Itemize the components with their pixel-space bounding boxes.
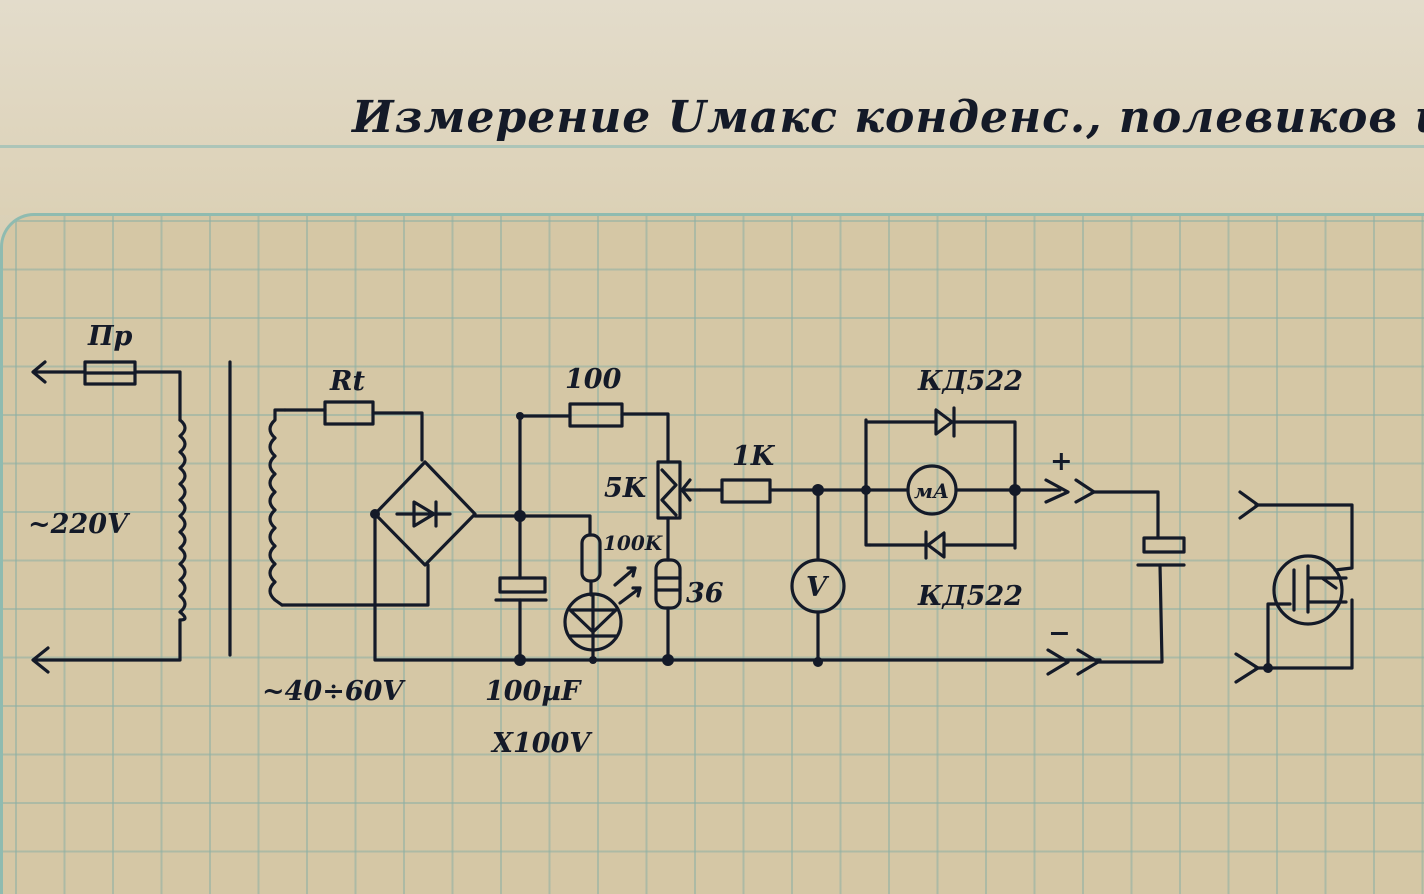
resistor-1k: 1K <box>698 441 864 504</box>
terminal-minus-connector <box>1046 648 1100 676</box>
mosfet-icon <box>1292 564 1348 614</box>
diode-bridge <box>280 460 1102 662</box>
potentiometer-5k: 5K 36 <box>604 460 724 666</box>
schematic-stroke <box>280 563 430 607</box>
schematic-stroke <box>323 400 375 426</box>
resistor-100: 100 <box>516 364 670 464</box>
minus-label: − <box>1048 618 1071 649</box>
resistor-100k-label: 100K <box>603 531 664 555</box>
schematic-stroke <box>568 402 624 428</box>
mains-voltage-label: ~220V <box>28 509 131 540</box>
ruled-paper-area <box>0 0 1424 215</box>
schematic-stroke <box>1009 484 1021 496</box>
schematic-stroke <box>813 657 823 667</box>
fuse: Пр <box>83 321 137 386</box>
schematic-stroke <box>660 468 678 517</box>
schematic-stroke <box>133 370 182 422</box>
schematic-stroke <box>33 618 182 662</box>
schematic-stroke <box>1092 490 1160 540</box>
voltmeter: V <box>790 484 846 667</box>
diode-top <box>864 406 1017 550</box>
plus-label: + <box>1050 446 1073 477</box>
filter-capacitor: 100µF X100V <box>485 414 593 759</box>
schematic-stroke <box>589 656 597 664</box>
led-icon <box>568 593 618 662</box>
wiper-arrow-icon <box>680 478 702 502</box>
led-indicator: 100K <box>563 531 664 664</box>
page-title: Измерение Uмакс конденс., полевиков и др… <box>350 92 1424 143</box>
capacitor-under-test <box>1092 490 1186 664</box>
potentiometer-label: 5K <box>604 473 648 504</box>
schematic-stroke <box>662 654 674 666</box>
mosfet-under-test <box>1234 490 1354 684</box>
schematic-stroke <box>498 576 547 594</box>
secondary-winding <box>268 408 287 607</box>
secondary-voltage-label: ~40÷60V <box>262 676 406 707</box>
schematic-stroke <box>580 533 602 583</box>
schematic-stroke <box>1254 598 1354 670</box>
light-arrows-icon <box>613 566 642 605</box>
diode-top-label: КД522 <box>917 366 1023 397</box>
diode-icon <box>395 500 452 528</box>
schematic-stroke <box>373 603 1102 662</box>
ammeter-label: мА <box>914 479 949 503</box>
schematic-stroke <box>1254 503 1354 572</box>
thermistor-label: Rt <box>329 366 365 397</box>
filter-cap-voltage-label: X100V <box>490 728 593 759</box>
schematic-stroke <box>720 478 772 504</box>
schematic-stroke <box>654 558 682 610</box>
grid-paper-sheet <box>0 213 1424 894</box>
zener-label: 36 <box>686 578 724 609</box>
resistor-100-label: 100 <box>565 364 622 395</box>
mains-input <box>31 360 182 674</box>
resistor-1k-label: 1K <box>732 441 776 472</box>
filter-cap-value-label: 100µF <box>485 676 582 707</box>
schematic-stroke <box>864 418 872 547</box>
zener-diode-icon <box>654 576 682 592</box>
arrow-left-icon <box>31 360 47 384</box>
diode-bottom-label: КД522 <box>917 581 1023 612</box>
schematic-stroke <box>1096 563 1164 664</box>
schematic-stroke <box>514 654 526 666</box>
primary-winding <box>178 418 187 622</box>
schematic-stroke <box>620 412 670 464</box>
milliammeter-protection: мА КД522 КД522 <box>861 366 1062 612</box>
ruled-line <box>0 145 1424 148</box>
schematic-stroke <box>1142 536 1186 554</box>
fuse-label: Пр <box>87 321 133 352</box>
output-terminals: + − <box>1044 446 1100 676</box>
schematic-stroke <box>1272 554 1344 626</box>
schematic-stroke <box>373 460 477 567</box>
schematic-stroke <box>473 514 592 537</box>
thermistor-rt: Rt <box>283 366 424 462</box>
arrow-left-icon <box>31 646 50 674</box>
voltmeter-label: V <box>806 572 830 603</box>
schematic-stroke <box>371 411 424 462</box>
schematic-stroke <box>1266 602 1292 670</box>
diode-bottom <box>868 530 1017 560</box>
